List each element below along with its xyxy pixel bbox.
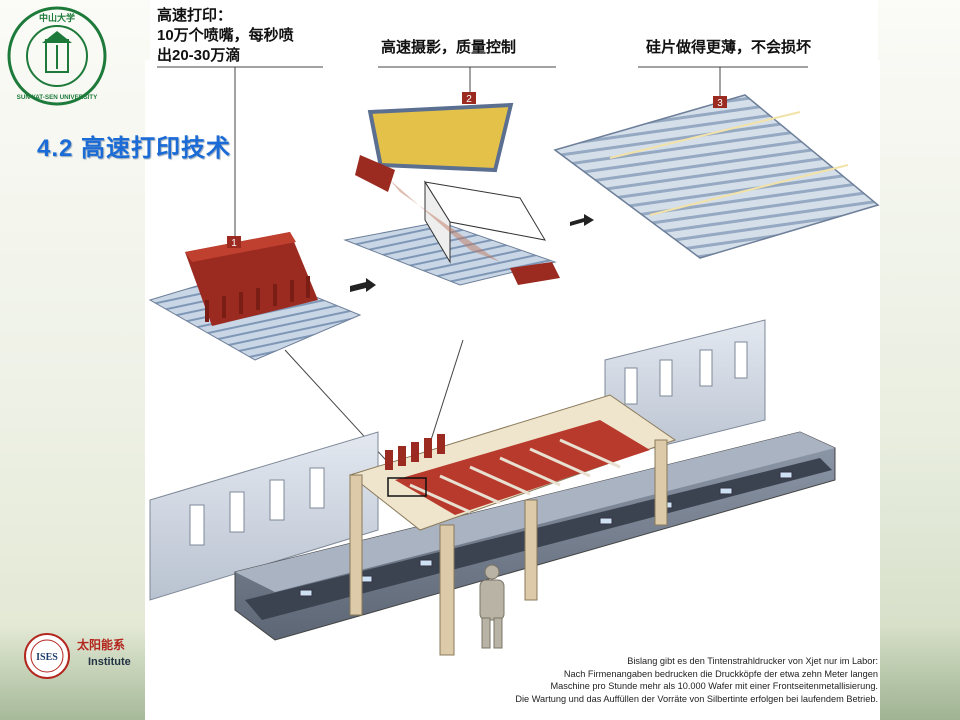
sun-yat-sen-university-seal-icon: 中山大学 SUN YAT-SEN UNIVERSITY (7, 6, 107, 106)
step1-label-line-2: 10万个喷嘴，每秒喷 (157, 27, 294, 44)
operator-figure (479, 564, 505, 649)
caption-line-2: Nach Firmenangaben bedrucken die Druckkö… (563, 668, 878, 679)
step3-finished-wafer (553, 94, 880, 259)
university-chinese-name: 中山大学 (39, 12, 75, 23)
caption-line-1: Bislang gibt es den Tintenstrahldrucker … (627, 656, 878, 666)
callout-lines (157, 66, 808, 491)
university-english-name: SUN YAT-SEN UNIVERSITY (17, 94, 99, 101)
step1-printhead-wafer (148, 232, 362, 361)
caption-line-4: Die Wartung und das Auffüllen der Vorrät… (515, 693, 878, 704)
step3-label: 硅片做得更薄，不会损坏 (646, 39, 812, 56)
step1-label: 高速打印： 10万个喷嘴，每秒喷 出20-30万滴 (157, 6, 337, 66)
ises-logo-text: ISES (36, 652, 58, 663)
step2-inspection-wafer (343, 102, 560, 286)
institute-sub: Institute (88, 656, 131, 668)
caption-line-3: Maschine pro Stunde mehr als 10.000 Wafe… (550, 681, 878, 691)
background-left (0, 0, 150, 720)
step-2-number: 2 (466, 94, 472, 105)
step1-label-line-1: 高速打印： (157, 7, 233, 24)
step-3-number: 3 (717, 98, 723, 109)
step-badges: 1 2 3 (227, 92, 727, 249)
step2-label: 高速摄影，质量控制 (381, 39, 517, 56)
step1-label-line-3: 出20-30万滴 (157, 47, 241, 64)
ises-institute-logo-icon: ISES (24, 633, 70, 679)
printer-gantry (348, 394, 677, 656)
slide-title: 4.2 高速打印技术 (37, 135, 232, 162)
institute-name: 太阳能系 (77, 638, 126, 652)
process-arrows (350, 214, 594, 292)
step-1-number: 1 (231, 238, 237, 249)
figure-caption: Bislang gibt es den Tintenstrahldrucker … (470, 655, 878, 705)
background-right (878, 0, 960, 720)
